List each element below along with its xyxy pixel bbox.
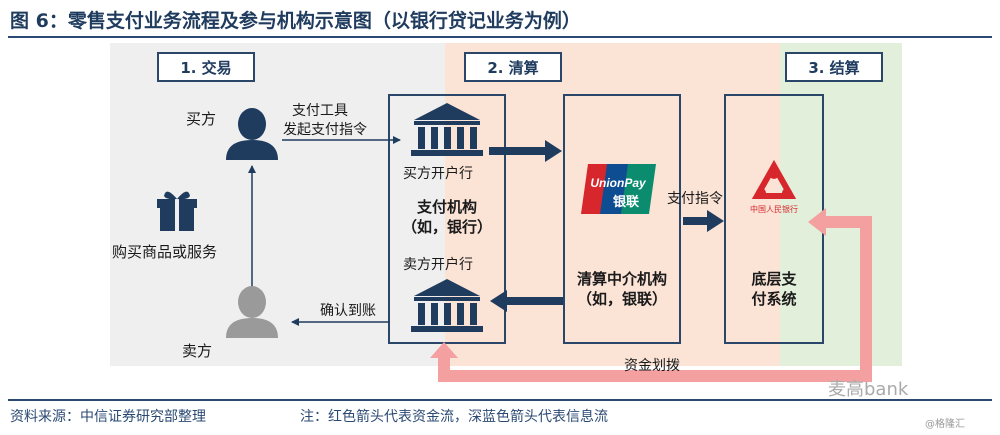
payment-institution-box <box>388 94 506 344</box>
legend-note: 注：红色箭头代表资金流，深蓝色箭头代表信息流 <box>300 409 608 425</box>
phase-label-trade: 1. 交易 <box>157 52 255 82</box>
settlement-phase-background <box>780 43 902 366</box>
payment-instruction-label: 发起支付指令 <box>283 122 367 138</box>
phase-label-clearing: 2. 清算 <box>464 52 562 82</box>
info-flow-clearing-to-settlement-arrow <box>683 210 724 232</box>
phase-label-settlement: 3. 结算 <box>785 52 883 82</box>
unionpay-logo-text: UnionPay <box>590 176 647 190</box>
unionpay-logo-icon: UnionPay 银联 <box>581 164 656 214</box>
footer-rule <box>8 399 992 401</box>
fund-flow-arrow <box>430 208 872 382</box>
gift-icon <box>157 191 197 231</box>
pbc-logo-icon: 中国人民银行 <box>750 159 798 214</box>
page-title: 图 6：零售支付业务流程及参与机构示意图（以银行贷记业务为例） <box>10 10 581 32</box>
buyer-bank-label: 买方开户行 <box>403 166 473 182</box>
pbc-logo-text: 中国人民银行 <box>750 204 798 214</box>
seller-label: 卖方 <box>182 342 213 360</box>
fund-transfer-label: 资金划拨 <box>624 358 680 374</box>
buyer-label: 买方 <box>186 110 217 128</box>
watermark-secondary: @格隆汇 <box>925 419 965 430</box>
seller-bank-label: 卖方开户行 <box>403 257 473 273</box>
watermark-primary: 麦高bank <box>828 379 909 400</box>
info-flow-bank-to-clearing-arrow <box>489 140 562 162</box>
seller-bank-icon <box>411 279 483 332</box>
buyer-person-icon <box>226 108 278 160</box>
payment-tool-label: 支付工具 <box>292 103 348 119</box>
clearing-institution-box <box>563 94 681 344</box>
buyer-bank-icon <box>411 103 483 156</box>
payment-institution-title: 支付机构 <box>416 198 477 216</box>
settlement-system-title-line2: 付系统 <box>751 290 797 308</box>
title-rule <box>8 36 992 38</box>
info-flow-clearing-to-bank-arrow <box>490 290 563 312</box>
clearing-instruction-label: 支付指令 <box>667 191 723 207</box>
clearing-institution-title: 清算中介机构 <box>576 270 667 288</box>
unionpay-logo-cn-text: 银联 <box>613 194 639 210</box>
source-note: 资料来源：中信证券研究部整理 <box>10 409 206 425</box>
payment-institution-example: （如，银行） <box>401 218 492 236</box>
settlement-system-title-line1: 底层支 <box>751 270 797 288</box>
seller-person-icon <box>226 286 278 338</box>
goods-label: 购买商品或服务 <box>112 243 218 261</box>
confirm-label: 确认到账 <box>320 303 376 319</box>
clearing-institution-example: （如，银联） <box>576 290 667 308</box>
